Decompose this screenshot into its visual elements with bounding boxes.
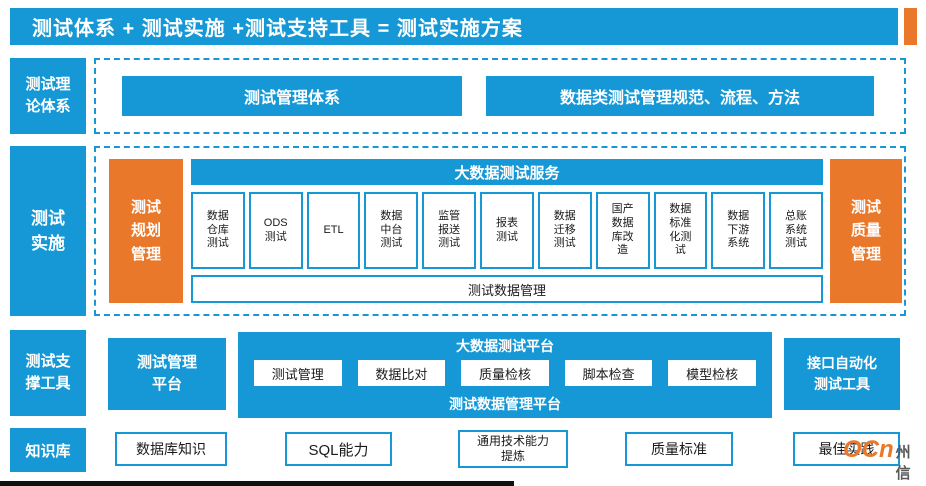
sidebar-tools-label: 测试支 撑工具 (10, 330, 86, 416)
banner-title: 测试体系 + 测试实施 +测试支持工具 = 测试实施方案 (32, 18, 523, 40)
service-box: 数据 仓库 测试 (191, 192, 245, 269)
platform-tool-box: 模型检核 (668, 360, 756, 386)
platform-tool-box: 质量检核 (461, 360, 549, 386)
service-box: 数据 下游 系统 (711, 192, 766, 269)
service-box: ETL (306, 192, 361, 269)
sidebar-theory-label: 测试理 论体系 (10, 58, 86, 134)
title-banner: 测试体系 + 测试实施 +测试支持工具 = 测试实施方案 (10, 8, 898, 45)
bigdata-service-group: 大数据测试服务 数据 仓库 测试 ODS 测试 ETL 数据 中台 测试 监管 … (191, 159, 823, 303)
theory-panel: 测试管理体系 数据类测试管理规范、流程、方法 (94, 58, 906, 134)
planning-management-box: 测试 规划 管理 (109, 159, 183, 303)
service-box-row: 数据 仓库 测试 ODS 测试 ETL 数据 中台 测试 监管 报送 测试 报表… (191, 192, 823, 269)
service-box: 报表 测试 (480, 192, 534, 269)
knowledge-item: 最佳实践 (793, 432, 900, 466)
theory-box-standards: 数据类测试管理规范、流程、方法 (486, 76, 874, 116)
sidebar-knowledge-label: 知识库 (10, 428, 86, 472)
vendor-logo-mark: OCn (843, 436, 894, 463)
knowledge-item: 质量标准 (625, 432, 733, 466)
platform-tool-row: 测试管理 数据比对 质量检核 脚本检查 模型检核 (238, 360, 772, 386)
vendor-logo: OCn 州信 场景金融云平台引领 (843, 438, 925, 486)
platform-tool-box: 脚本检查 (564, 360, 653, 386)
test-data-management-bar: 测试数据管理 (191, 275, 823, 303)
banner-accent-bar (904, 8, 917, 45)
platform-tool-box: 数据比对 (357, 360, 446, 386)
service-box: ODS 测试 (248, 192, 303, 269)
test-management-platform-box: 测试管理 平台 (108, 338, 226, 410)
knowledge-item: 数据库知识 (115, 432, 227, 466)
vendor-logo-name: 州信 (895, 444, 911, 482)
bottom-edge-bar (0, 481, 514, 486)
platform-tool-box: 测试管理 (254, 360, 342, 386)
bigdata-service-header: 大数据测试服务 (191, 159, 823, 185)
service-box: 监管 报送 测试 (422, 192, 477, 269)
service-box: 数据 标准 化测 试 (653, 192, 708, 269)
api-automation-tools-box: 接口自动化 测试工具 (784, 338, 900, 410)
bigdata-platform-header: 大数据测试平台 (456, 338, 554, 354)
service-box: 总账 系统 测试 (769, 192, 823, 269)
knowledge-item: 通用技术能力 提炼 (458, 430, 568, 468)
service-box: 数据 中台 测试 (364, 192, 419, 269)
bigdata-platform-group: 大数据测试平台 测试管理 数据比对 质量检核 脚本检查 模型检核 测试数据管理平… (238, 332, 772, 418)
quality-management-box: 测试 质量 管理 (830, 159, 902, 303)
knowledge-item: SQL能力 (285, 432, 392, 466)
service-box: 国产 数据 库改 造 (595, 192, 650, 269)
sidebar-implementation-label: 测试 实施 (10, 146, 86, 316)
implementation-panel: 测试 规划 管理 大数据测试服务 数据 仓库 测试 ODS 测试 ETL 数据 … (94, 146, 906, 316)
service-box: 数据 迁移 测试 (537, 192, 592, 269)
theory-box-management: 测试管理体系 (122, 76, 462, 116)
data-management-platform-bar: 测试数据管理平台 (449, 396, 561, 412)
